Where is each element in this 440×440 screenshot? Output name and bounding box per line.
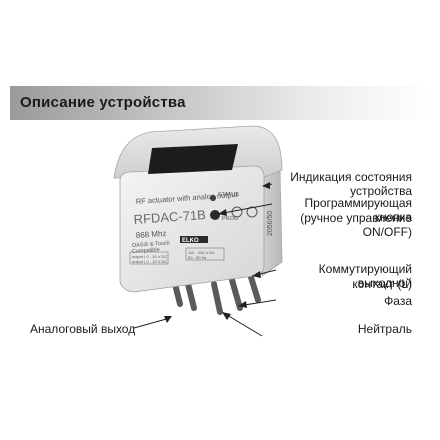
device-spec-right-2: 50 - 60 Hz — [188, 255, 206, 260]
spec-box-left — [129, 251, 169, 265]
status-led-icon — [210, 195, 216, 201]
arrow-icon — [252, 271, 261, 278]
header-bar — [10, 86, 430, 120]
device-housing — [113, 125, 283, 293]
wire-neutral — [211, 281, 223, 315]
arrow-icon — [238, 301, 247, 308]
device-spec-right-1: 110 - 230 V AC — [188, 250, 215, 255]
callout-output-contact-line2: контакт (L) — [352, 277, 412, 291]
arrow-icon — [262, 182, 270, 189]
device-prog-label: PROG — [222, 216, 238, 222]
device-status-label: STATUS — [218, 192, 239, 198]
wire-output — [247, 271, 261, 303]
device-frequency: 868 Mhz — [136, 229, 167, 240]
display-window — [148, 144, 238, 174]
callout-prog-button-line1: Программирующая кнопка — [304, 196, 412, 224]
page-title: Описание устройства — [20, 94, 186, 111]
front-details — [129, 195, 258, 265]
callout-arrows — [164, 182, 270, 323]
device-spec-left-1: output | 0 - 10 V DC — [132, 254, 167, 259]
ce-mark-icon — [231, 206, 243, 218]
device-compat-2: Compatible — [132, 247, 160, 255]
brand-logo — [180, 236, 208, 243]
callout-output-contact-line1: Коммутирующий выходной — [318, 262, 412, 290]
callout-prog-button-line2: (ручное управление ON/OFF) — [300, 211, 412, 239]
wire-phase — [229, 277, 243, 311]
arrow-icon — [164, 316, 172, 323]
arrow-icon — [218, 209, 227, 216]
pu-mark-icon — [246, 206, 258, 218]
callout-status-indication: Индикация состояния устройства — [290, 170, 412, 198]
arrow-icon — [222, 312, 231, 320]
spec-box-right — [185, 247, 225, 261]
callout-analog-output: Аналоговый выход — [30, 322, 136, 336]
device-compat-1: OASiS & Touch — [132, 240, 170, 249]
callout-neutral: Нейтраль — [357, 322, 412, 336]
device-model: RFDAC-71B — [133, 207, 206, 227]
prog-button-icon — [210, 210, 220, 220]
device-brand: ELKO — [182, 238, 199, 244]
callout-phase: Фаза — [384, 294, 412, 308]
device-side-text: 2056/50 — [267, 211, 274, 236]
device-spec-left-2: output | 0 - 10 V DC — [132, 259, 167, 264]
